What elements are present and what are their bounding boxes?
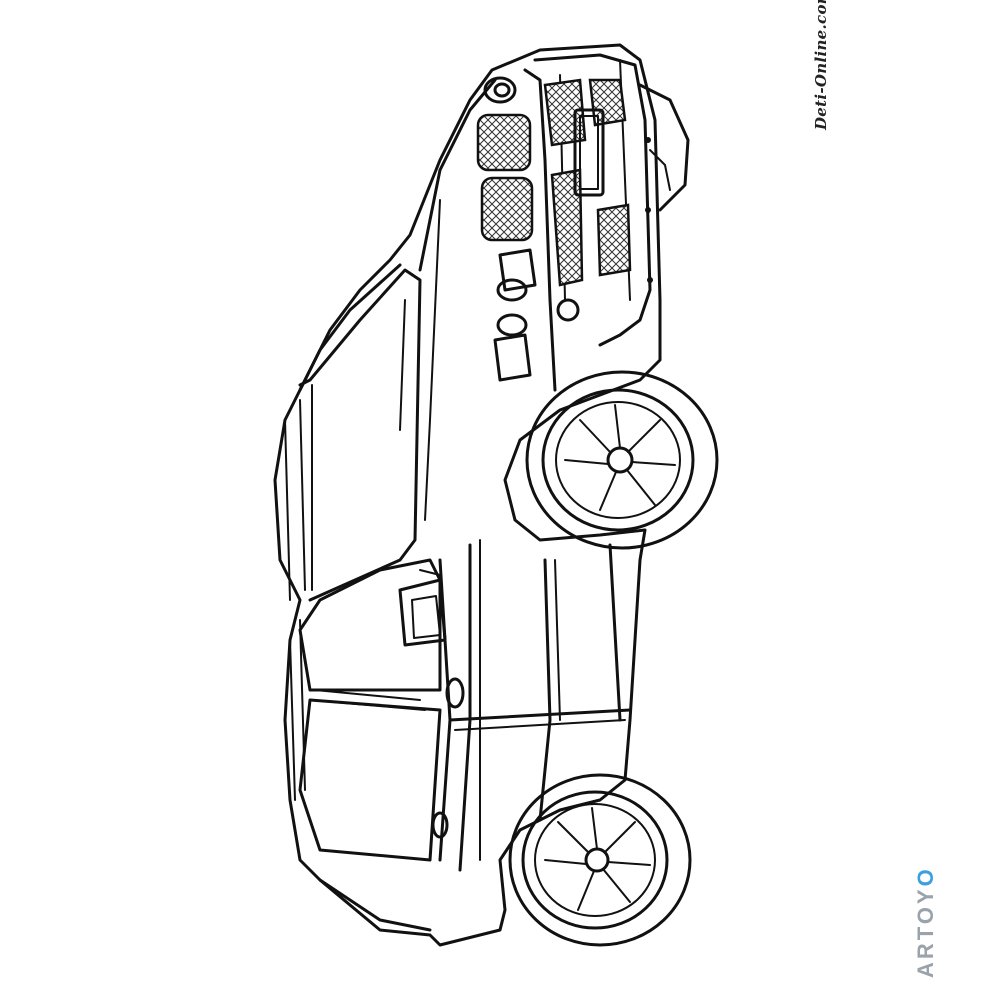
brand-watermark: ARTOYO xyxy=(913,858,943,978)
site-watermark: Deti-Online.com xyxy=(812,0,830,130)
front-bumper-wheel xyxy=(638,83,690,212)
brand-watermark-suffix: O xyxy=(913,866,938,887)
front-grille xyxy=(476,53,653,392)
rear-wheel xyxy=(508,773,692,947)
brand-watermark-prefix: ARTOY xyxy=(913,886,938,978)
car-body xyxy=(273,43,662,947)
front-wheel xyxy=(525,370,719,550)
